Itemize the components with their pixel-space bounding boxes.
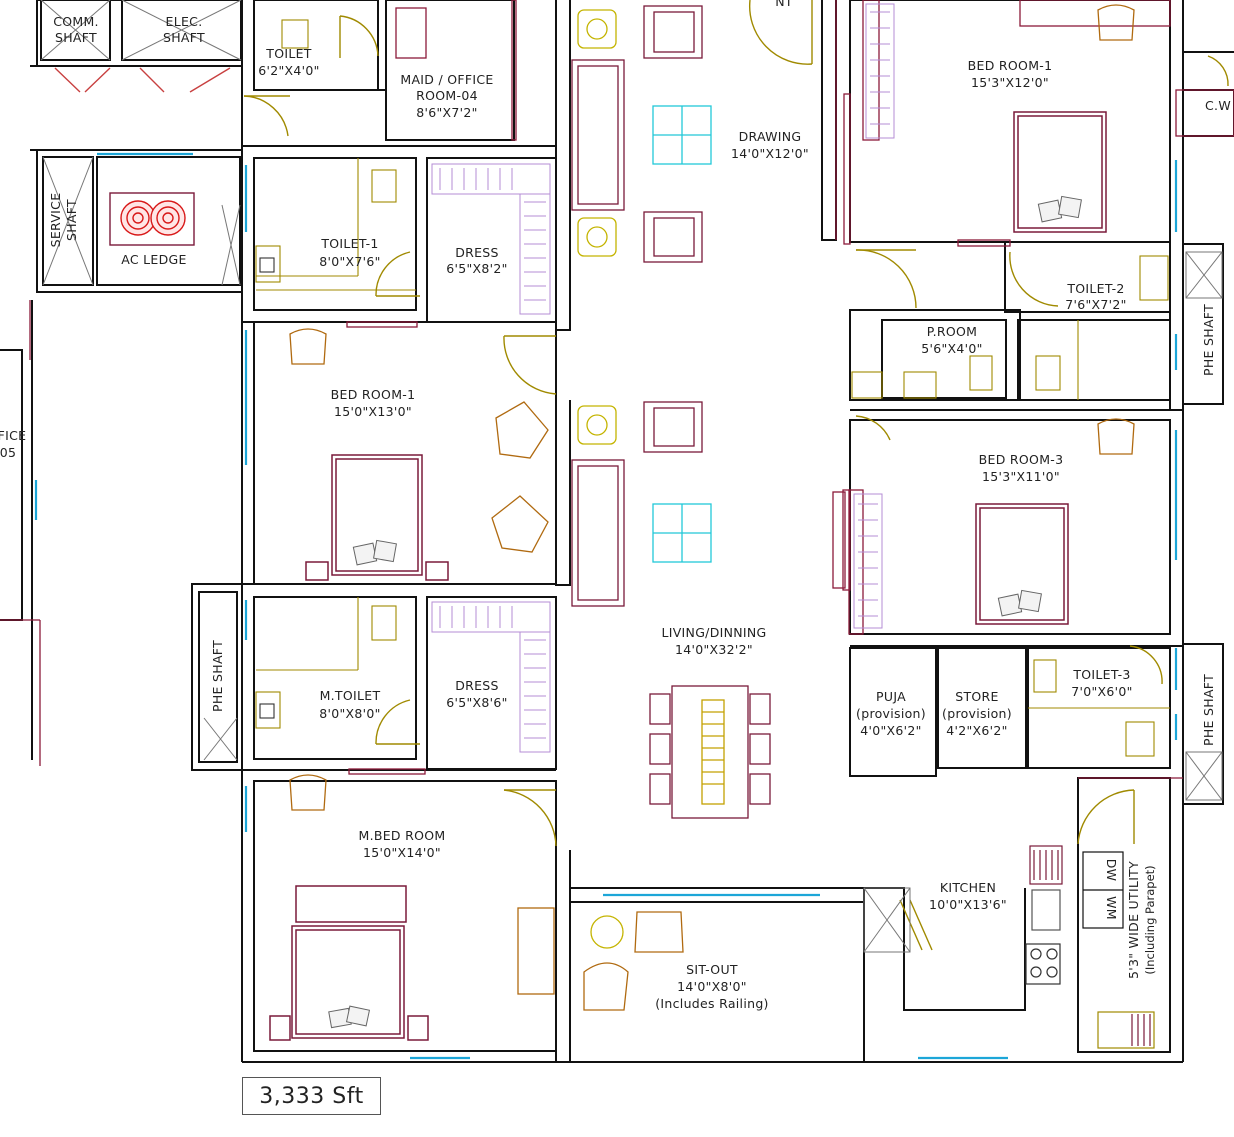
maid-office-name-2: ROOM-04 — [416, 88, 478, 103]
dw-label: DW — [1104, 859, 1119, 882]
elec-shaft-label: ELEC. — [166, 14, 203, 29]
puja-dim: 4'0"X6'2" — [860, 723, 921, 738]
sanitary-fixture-icon — [255, 19, 1170, 757]
left-fragment-label: FICE — [0, 428, 26, 443]
maid-office-name: MAID / OFFICE — [400, 72, 493, 87]
sit-out-note: (Includes Railing) — [655, 996, 769, 1011]
dining-table-icon — [649, 685, 771, 819]
store-name: STORE — [955, 689, 999, 704]
bed-room-3-dim: 15'3"X11'0" — [982, 469, 1060, 484]
p-room-name: P.ROOM — [927, 324, 978, 339]
toilet-top-dim: 6'2"X4'0" — [258, 63, 319, 78]
chair-icon — [289, 4, 1135, 1011]
bed-room-1-left-dim: 15'0"X13'0" — [334, 404, 412, 419]
sofa-icon — [571, 5, 703, 607]
drawing-name: DRAWING — [739, 129, 802, 144]
doors — [54, 0, 1229, 951]
wardrobe-icon — [431, 3, 895, 753]
service-shaft-label-2: SHAFT — [64, 199, 79, 241]
ac-ledge-label: AC LEDGE — [121, 252, 187, 267]
sit-out-dim: 14'0"X8'0" — [677, 979, 747, 994]
ac-fan-icon — [109, 192, 195, 246]
toilet-3-dim: 7'0"X6'0" — [1071, 684, 1132, 699]
top-cut-label: NT — [775, 0, 793, 9]
sit-out-name: SIT-OUT — [686, 962, 738, 977]
bed-room-1-right-name: BED ROOM-1 — [968, 58, 1053, 73]
living-dim: 14'0"X32'2" — [675, 642, 753, 657]
pillow-icon — [328, 195, 1082, 1029]
shaft-crosses — [40, 0, 1223, 953]
store-dim: 4'2"X6'2" — [946, 723, 1007, 738]
bed-room-1-left-name: BED ROOM-1 — [331, 387, 416, 402]
accent-walls — [0, 0, 1234, 779]
puja-name: PUJA — [876, 689, 906, 704]
wardrobe-hangers — [439, 11, 890, 739]
toilet-1-dim: 8'0"X7'6" — [319, 254, 380, 269]
comm-shaft-label-2: SHAFT — [55, 30, 97, 45]
bed-room-1-right-dim: 15'3"X12'0" — [971, 75, 1049, 90]
toilet-2-name: TOILET-2 — [1066, 281, 1124, 296]
living-name: LIVING/DINNING — [661, 625, 766, 640]
comm-shaft-label: COMM. — [53, 14, 99, 29]
room-labels: COMM. SHAFT ELEC. SHAFT TOILET 6'2"X4'0"… — [0, 0, 1231, 1011]
m-bed-room-name: M.BED ROOM — [359, 828, 446, 843]
wm-label: WM — [1104, 896, 1119, 920]
kitchen-dim: 10'0"X13'6" — [929, 897, 1007, 912]
maid-office-dim: 8'6"X7'2" — [416, 105, 477, 120]
kitchen-name: KITCHEN — [940, 880, 996, 895]
toilet-top-name: TOILET — [265, 46, 312, 61]
utility-line-1: 5'3" WIDE UTILITY — [1126, 861, 1141, 979]
windows — [34, 152, 1178, 1060]
toilet-3-name: TOILET-3 — [1072, 667, 1130, 682]
puja-note: (provision) — [856, 706, 926, 721]
service-shaft-label: SERVICE — [48, 193, 63, 248]
p-room-dim: 5'6"X4'0" — [921, 341, 982, 356]
dress-2-dim: 6'5"X8'6" — [446, 695, 507, 710]
cw-label: C.W — [1205, 98, 1231, 113]
dress-2-name: DRESS — [455, 678, 499, 693]
dress-1-dim: 6'5"X8'2" — [446, 261, 507, 276]
drawing-dim: 14'0"X12'0" — [731, 146, 809, 161]
side-table-icon — [577, 9, 624, 949]
toilet-2-dim: 7'6"X7'2" — [1065, 297, 1126, 312]
store-note: (provision) — [942, 706, 1012, 721]
bed-room-3-name: BED ROOM-3 — [979, 452, 1064, 467]
coffee-table-icon — [652, 105, 712, 563]
phe-shaft-left-label: PHE SHAFT — [210, 640, 225, 712]
m-toilet-name: M.TOILET — [320, 688, 381, 703]
dress-1-name: DRESS — [455, 245, 499, 260]
phe-shaft-right-bottom-label: PHE SHAFT — [1201, 674, 1216, 746]
utility-line-2: (Including Parapet) — [1143, 865, 1157, 974]
elec-shaft-label-2: SHAFT — [163, 30, 205, 45]
total-area-badge: 3,333 Sft — [242, 1077, 381, 1115]
phe-shaft-right-top-label: PHE SHAFT — [1201, 304, 1216, 376]
left-fragment-label-2: 05 — [0, 445, 16, 460]
walls — [0, 0, 1234, 1063]
m-toilet-dim: 8'0"X8'0" — [319, 706, 380, 721]
bed-icon — [269, 111, 1107, 1041]
m-bed-room-dim: 15'0"X14'0" — [363, 845, 441, 860]
toilet-1-name: TOILET-1 — [320, 236, 378, 251]
kitchen-counter-icon — [1025, 845, 1155, 1049]
